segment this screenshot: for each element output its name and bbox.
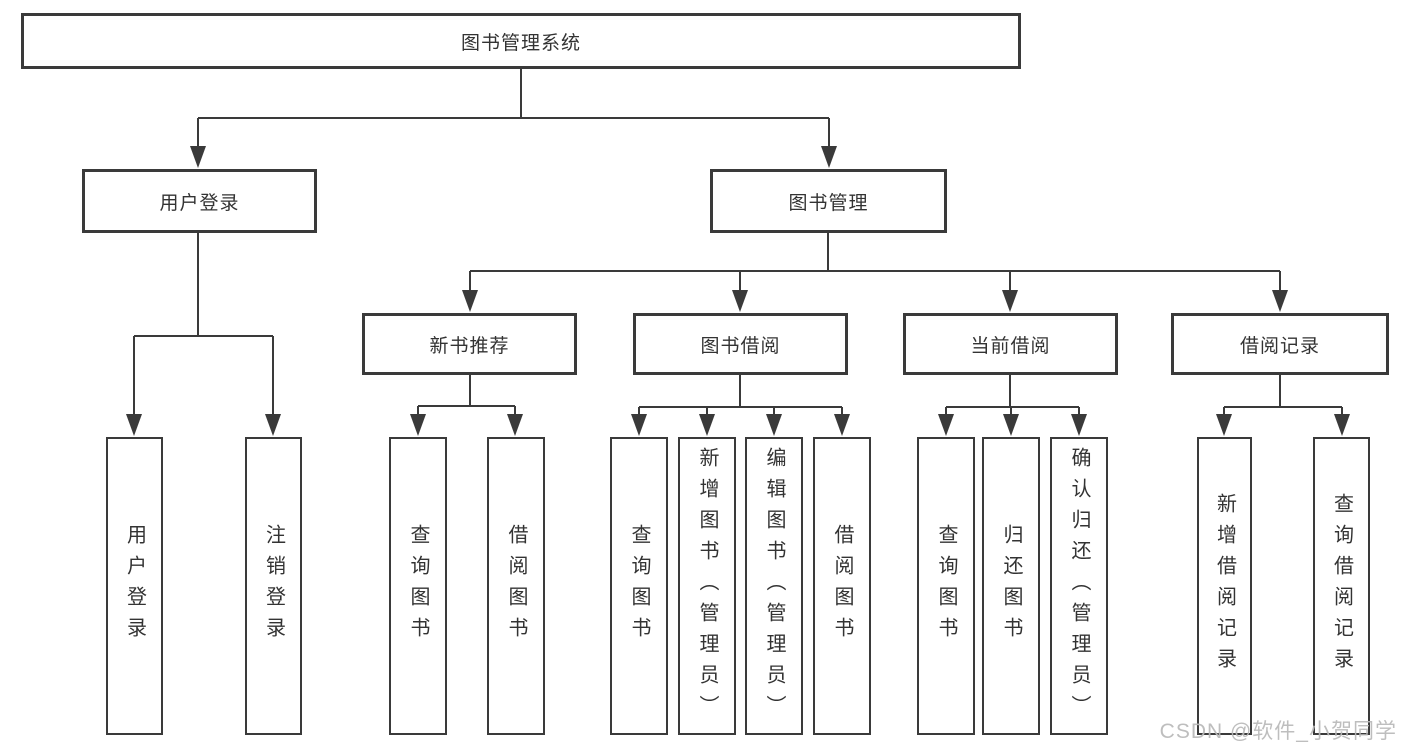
node-book-borrow: 图书借阅 [633, 313, 848, 375]
leaf-return-books: 归还图书 [982, 437, 1040, 735]
node-root: 图书管理系统 [21, 13, 1021, 69]
leaf-query-books-2: 查询图书 [610, 437, 668, 735]
leaf-query-books-3: 查询图书 [917, 437, 975, 735]
leaf-logout: 注销登录 [245, 437, 302, 735]
leaf-query-books-1: 查询图书 [389, 437, 447, 735]
leaf-add-book-admin: 新增图书（管理员） [678, 437, 736, 735]
leaf-user-login: 用户登录 [106, 437, 163, 735]
node-current-borrow: 当前借阅 [903, 313, 1118, 375]
node-book-management: 图书管理 [710, 169, 947, 233]
node-new-book-recommend: 新书推荐 [362, 313, 577, 375]
leaf-borrow-books-2: 借阅图书 [813, 437, 871, 735]
leaf-borrow-books-1: 借阅图书 [487, 437, 545, 735]
node-borrow-records: 借阅记录 [1171, 313, 1389, 375]
node-user-login: 用户登录 [82, 169, 317, 233]
leaf-add-borrow-record: 新增借阅记录 [1197, 437, 1252, 735]
leaf-query-borrow-record: 查询借阅记录 [1313, 437, 1370, 735]
leaf-edit-book-admin: 编辑图书（管理员） [745, 437, 803, 735]
leaf-confirm-return-admin: 确认归还（管理员） [1050, 437, 1108, 735]
